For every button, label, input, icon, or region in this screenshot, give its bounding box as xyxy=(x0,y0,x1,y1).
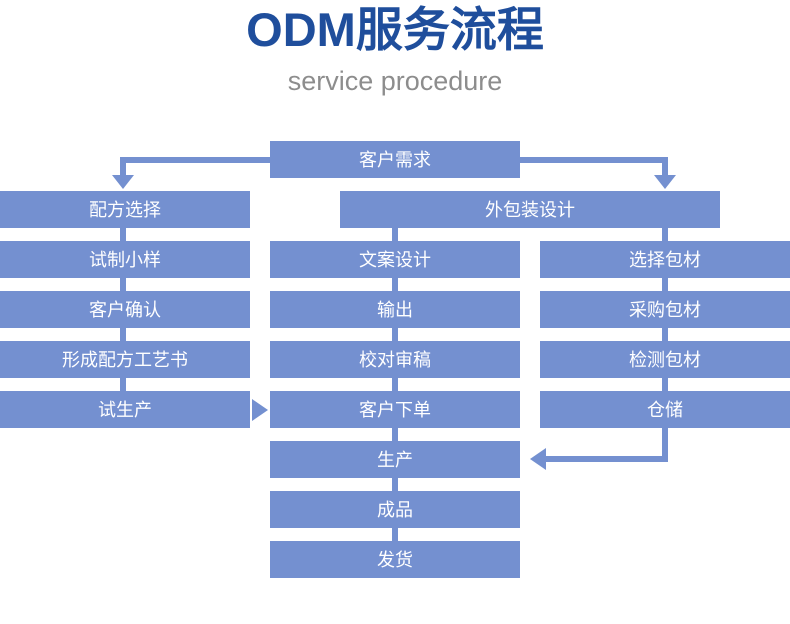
connector-demand-left-vertical xyxy=(120,157,126,177)
node-trial-sample[interactable]: 试制小样 xyxy=(0,241,250,278)
arrow-trial-production-to-customer-order xyxy=(252,399,268,421)
connector-production-to-finished-goods xyxy=(392,478,398,491)
connector-package-design-to-select-material xyxy=(662,228,668,241)
connector-select-material-to-purchase-material xyxy=(662,278,668,291)
node-purchase-material[interactable]: 采购包材 xyxy=(540,291,790,328)
connector-package-design-to-copy-design xyxy=(392,228,398,241)
node-output[interactable]: 输出 xyxy=(270,291,520,328)
node-trial-production[interactable]: 试生产 xyxy=(0,391,250,428)
connector-trial-sample-to-customer-confirm xyxy=(120,278,126,291)
arrow-demand-to-package-design xyxy=(654,175,676,189)
connector-demand-right-horizontal xyxy=(518,157,668,163)
node-copy-design[interactable]: 文案设计 xyxy=(270,241,520,278)
node-select-material[interactable]: 选择包材 xyxy=(540,241,790,278)
node-shipment[interactable]: 发货 xyxy=(270,541,520,578)
node-finished-goods[interactable]: 成品 xyxy=(270,491,520,528)
connector-formula-selection-to-trial-sample xyxy=(120,228,126,241)
connector-purchase-material-to-inspect-material xyxy=(662,328,668,341)
arrow-warehouse-to-production xyxy=(530,448,546,470)
connector-warehouse-down xyxy=(662,428,668,460)
connector-demand-left-horizontal xyxy=(123,157,273,163)
node-formula-selection[interactable]: 配方选择 xyxy=(0,191,250,228)
connector-customer-order-to-production xyxy=(392,428,398,441)
connector-output-to-proofreading xyxy=(392,328,398,341)
connector-formula-doc-to-trial-production xyxy=(120,378,126,391)
node-package-design[interactable]: 外包装设计 xyxy=(340,191,720,228)
page-subtitle: service procedure xyxy=(287,66,503,96)
arrow-demand-to-formula-selection xyxy=(112,175,134,189)
connector-copy-design-to-output xyxy=(392,278,398,291)
connector-demand-right-vertical xyxy=(662,157,668,177)
node-formula-doc[interactable]: 形成配方工艺书 xyxy=(0,341,250,378)
node-production[interactable]: 生产 xyxy=(270,441,520,478)
connector-warehouse-to-production-horizontal xyxy=(546,456,668,462)
node-customer-confirm[interactable]: 客户确认 xyxy=(0,291,250,328)
connector-inspect-material-to-warehouse xyxy=(662,378,668,391)
node-proofreading[interactable]: 校对审稿 xyxy=(270,341,520,378)
node-customer-order[interactable]: 客户下单 xyxy=(270,391,520,428)
node-inspect-material[interactable]: 检测包材 xyxy=(540,341,790,378)
page-title: ODM服务流程 xyxy=(246,3,544,56)
node-warehouse[interactable]: 仓储 xyxy=(540,391,790,428)
connector-customer-confirm-to-formula-doc xyxy=(120,328,126,341)
node-customer-demand[interactable]: 客户需求 xyxy=(270,141,520,178)
connector-finished-goods-to-shipment xyxy=(392,528,398,541)
connector-proofreading-to-customer-order xyxy=(392,378,398,391)
